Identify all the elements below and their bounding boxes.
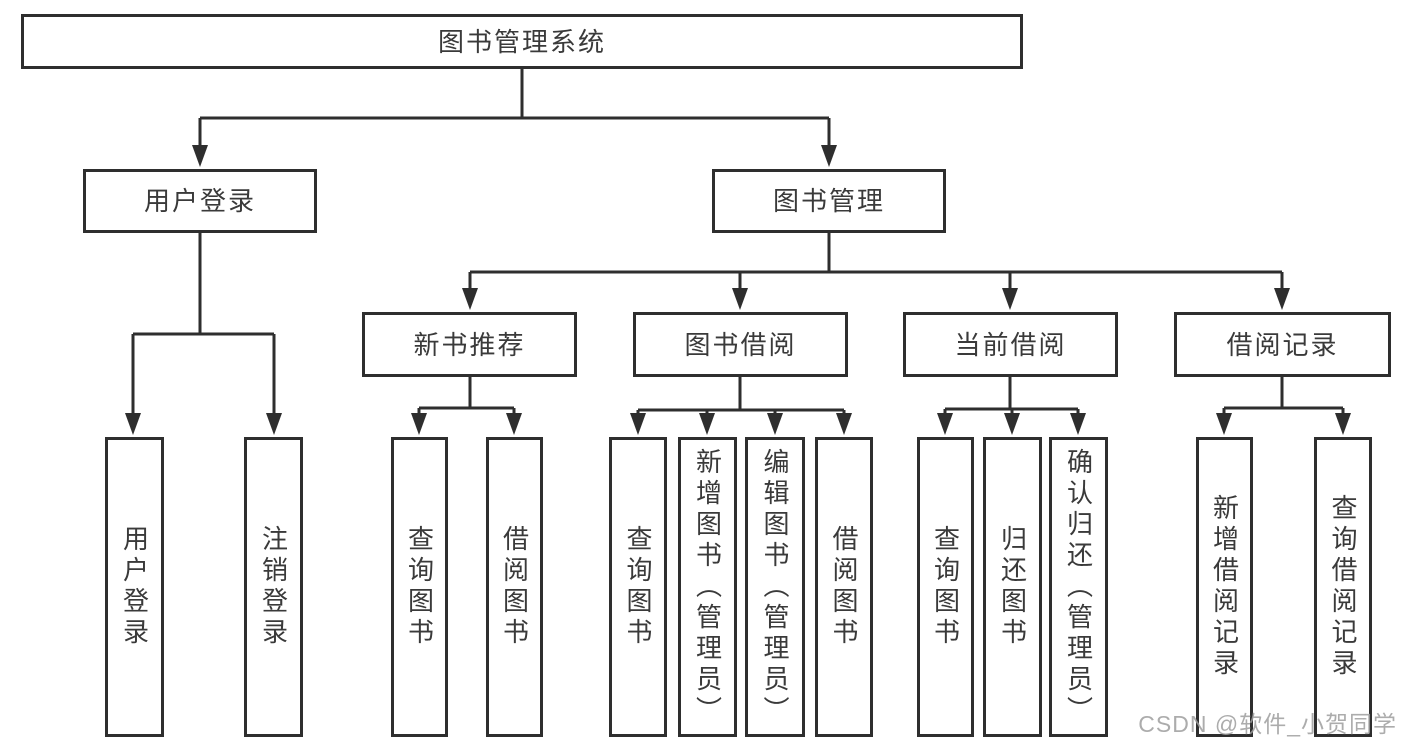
node-borrowing-records: 借阅记录 <box>1174 312 1391 377</box>
leaf-query-books-1: 查询图书 <box>391 437 448 737</box>
leaf-query-books-1-label: 查询图书 <box>404 525 435 649</box>
leaf-edit-books-admin: 编辑图书（管理员） <box>745 437 805 737</box>
csdn-watermark: CSDN @软件_小贺同学 <box>1138 711 1397 737</box>
arrowheads <box>125 145 1351 435</box>
node-new-book-recommendation: 新书推荐 <box>362 312 577 377</box>
leaf-borrow-books-1: 借阅图书 <box>486 437 543 737</box>
leaf-query-borrow-record: 查询借阅记录 <box>1314 437 1372 737</box>
node-user-login: 用户登录 <box>83 169 317 233</box>
node-library-system: 图书管理系统 <box>21 14 1023 69</box>
leaf-logout-label: 注销登录 <box>258 525 289 649</box>
leaf-query-books-2-label: 查询图书 <box>623 525 653 649</box>
leaf-query-borrow-record-label: 查询借阅记录 <box>1328 494 1358 680</box>
leaf-borrow-books-2-label: 借阅图书 <box>829 525 859 649</box>
leaf-return-books-label: 归还图书 <box>997 525 1028 649</box>
leaf-borrow-books-1-label: 借阅图书 <box>499 525 530 649</box>
leaf-confirm-return-admin-label: 确认归还（管理员） <box>1063 447 1094 727</box>
leaf-borrow-books-2: 借阅图书 <box>815 437 873 737</box>
leaf-add-books-admin: 新增图书（管理员） <box>678 437 737 737</box>
leaf-logout: 注销登录 <box>244 437 303 737</box>
leaf-user-login: 用户登录 <box>105 437 164 737</box>
node-current-borrowing: 当前借阅 <box>903 312 1118 377</box>
leaf-add-borrow-record: 新增借阅记录 <box>1196 437 1253 737</box>
leaf-confirm-return-admin: 确认归还（管理员） <box>1049 437 1108 737</box>
leaf-add-books-admin-label: 新增图书（管理员） <box>692 447 723 727</box>
node-book-borrowing: 图书借阅 <box>633 312 848 377</box>
leaf-edit-books-admin-label: 编辑图书（管理员） <box>760 447 790 727</box>
node-book-management: 图书管理 <box>712 169 946 233</box>
leaf-query-books-2: 查询图书 <box>609 437 667 737</box>
leaf-add-borrow-record-label: 新增借阅记录 <box>1209 494 1240 680</box>
leaf-query-books-3-label: 查询图书 <box>930 525 961 649</box>
leaf-return-books: 归还图书 <box>983 437 1042 737</box>
leaf-query-books-3: 查询图书 <box>917 437 974 737</box>
leaf-user-login-label: 用户登录 <box>119 525 150 649</box>
